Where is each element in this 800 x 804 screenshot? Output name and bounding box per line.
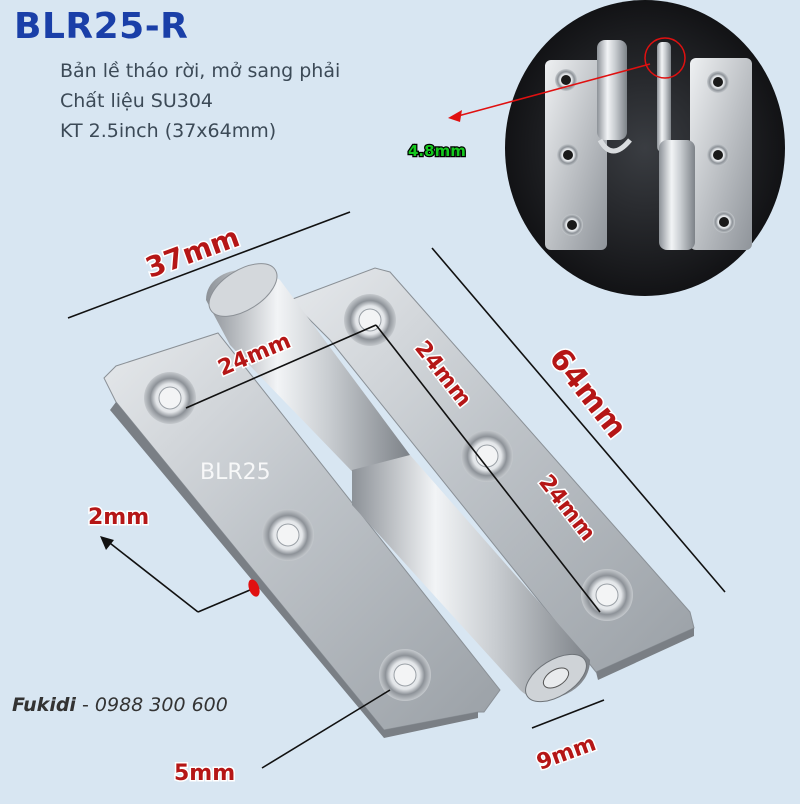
description-line-3: KT 2.5inch (37x64mm) <box>60 120 277 142</box>
description-line-1: Bản lề tháo rời, mở sang phải <box>60 60 341 82</box>
phone-number: 0988 300 600 <box>94 694 228 716</box>
product-code-title: BLR25-R <box>14 6 189 47</box>
hole-size-label: 5mm <box>174 761 235 786</box>
contact-separator: - <box>75 694 95 716</box>
brand-name: Fukidi <box>12 694 76 716</box>
thickness-marker <box>248 579 260 597</box>
contact-line: Fukidi - 0988 300 600 <box>12 694 228 716</box>
pin-diameter-label: 4.8mm <box>408 142 466 160</box>
thickness-label: 2mm <box>88 505 149 530</box>
thickness-arrow <box>100 536 114 550</box>
description-line-2: Chất liệu SU304 <box>60 90 214 112</box>
dimension-lines <box>67 211 726 769</box>
inset-photo <box>448 0 785 296</box>
hinge-main <box>103 263 695 738</box>
watermark-text: BLR25 <box>200 460 271 485</box>
knuckle-label: 9mm <box>534 731 600 775</box>
